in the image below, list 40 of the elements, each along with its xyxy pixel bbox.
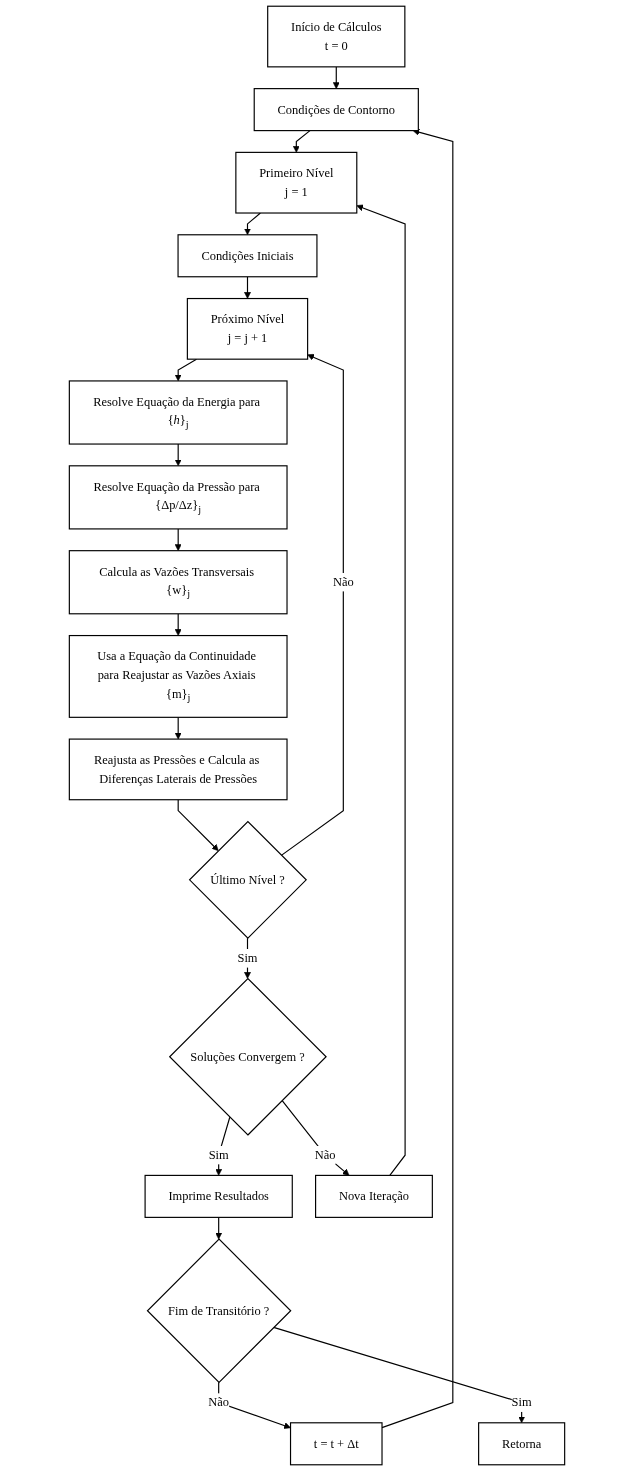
node-box: Resolve Equação da Energia para {h}$_{j}$ (68, 380, 288, 445)
edge-label: Não (332, 575, 354, 589)
node-box: t = t + Δt (289, 1422, 383, 1466)
edge-label: Sim (511, 1395, 532, 1409)
node-box: Usa a Equação da Continuidade para Reajustar as Vazões Axiais {m}$_{j}$ (68, 634, 288, 718)
node-box: Condições Iniciais (177, 234, 318, 278)
node-box: Calcula as Vazões Transversais {w}$_{j}$ (68, 550, 288, 615)
node-box: Reajusta as Pressões e Calcula as Diferenças Laterais de Pressões (68, 738, 288, 801)
arrow (356, 204, 406, 1176)
arrow (244, 276, 251, 299)
arrow (174, 358, 198, 382)
node-box: Nova Iteração (315, 1174, 433, 1218)
node-box: Imprime Resultados (144, 1174, 293, 1218)
arrow (332, 66, 340, 89)
edge-label: Sim (237, 951, 258, 965)
arrow (215, 1116, 231, 1176)
arrow (244, 937, 251, 979)
node-box: Condições de Contorno (253, 88, 419, 132)
node-diamond: Fim de Transitório ? (146, 1238, 292, 1384)
node-box: Retorna (478, 1422, 566, 1466)
arrow (244, 212, 261, 236)
arrow (292, 130, 311, 153)
arrow (273, 1326, 526, 1424)
arrow (281, 1099, 350, 1176)
arrow (177, 799, 219, 851)
edge-label: Não (208, 1395, 230, 1409)
arrow (280, 354, 344, 856)
arrow (174, 443, 182, 467)
arrow (174, 528, 182, 551)
node-box: Início de Cálculos t = 0 (267, 5, 406, 68)
node-box: Próximo Nível j = j + 1 (186, 297, 309, 360)
node-diamond: Último Nível ? (188, 820, 307, 939)
arrow (215, 1216, 223, 1240)
node-diamond: Soluções Convergem ? (168, 977, 327, 1136)
arrow (174, 716, 182, 740)
edge-label: Sim (208, 1148, 229, 1162)
arrow (174, 613, 182, 636)
node-box: Resolve Equação da Pressão para {Δp/Δz}$_{j}$ (68, 465, 288, 530)
node-box: Primeiro Nível j = 1 (235, 151, 358, 214)
edge-label: Não (314, 1148, 336, 1162)
